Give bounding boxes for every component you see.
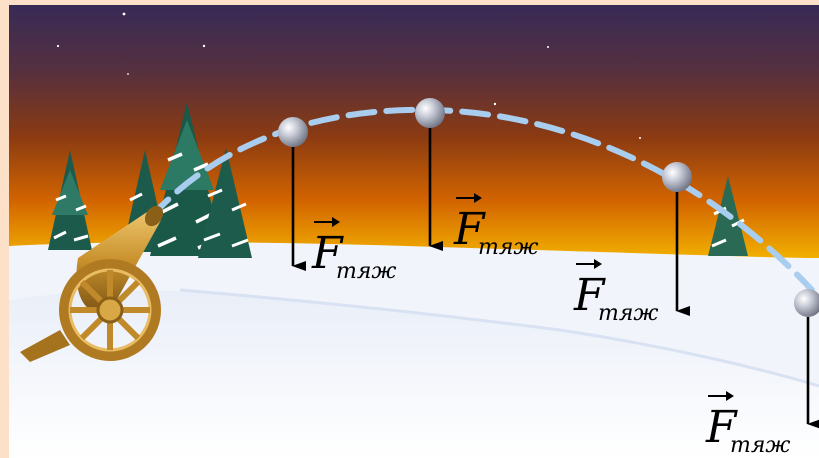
force-symbol: F	[573, 270, 606, 321]
star	[202, 44, 206, 48]
snow-hill	[9, 290, 819, 458]
force-subscript: тяж	[598, 301, 658, 326]
cannon-muzzle	[144, 205, 164, 227]
cannon-carriage	[20, 330, 70, 362]
trajectory-path	[147, 106, 815, 293]
cannonball-1	[278, 117, 308, 147]
force-symbol: F	[705, 402, 738, 453]
star	[547, 46, 549, 48]
cannonball-2	[415, 98, 445, 128]
force-label-3: F тяж	[573, 259, 658, 326]
stars	[56, 12, 641, 139]
cannon	[20, 205, 164, 362]
star	[56, 44, 60, 48]
cannonball-4	[794, 289, 819, 317]
star	[639, 137, 641, 139]
force-symbol: F	[453, 204, 486, 255]
tree-left-1	[48, 150, 92, 250]
star	[493, 102, 497, 106]
cannon-hub	[96, 296, 124, 324]
star	[127, 73, 129, 75]
force-label-4: F тяж	[705, 391, 790, 458]
tree-left-3	[150, 102, 224, 256]
cannonball-3	[662, 162, 692, 192]
force-label-2: F тяж	[453, 193, 538, 260]
cannon-wheel	[59, 259, 161, 361]
force-subscript: тяж	[730, 433, 790, 458]
snow-hill-shadow	[179, 288, 819, 388]
star	[122, 12, 126, 16]
force-subscript: тяж	[478, 235, 538, 260]
force-symbol: F	[311, 228, 344, 279]
force-subscript: тяж	[336, 259, 396, 284]
tree-left-4	[198, 148, 252, 258]
force-label-1: F тяж	[311, 217, 396, 284]
